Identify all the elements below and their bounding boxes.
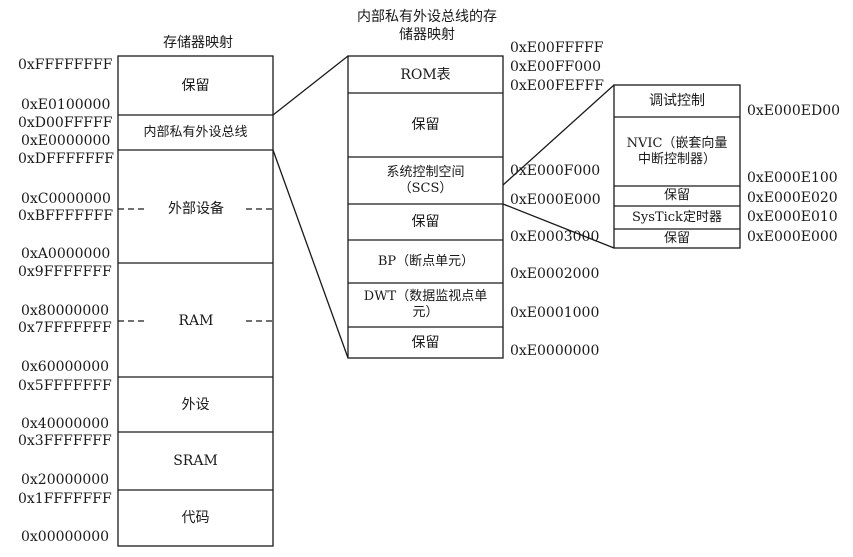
ppb-map-box	[347, 55, 504, 359]
address-label: 0xE00FF000	[510, 59, 601, 75]
address-label: 0xE0100000	[21, 97, 111, 113]
ppb-block-scs: 系统控制空间（SCS）	[386, 164, 465, 196]
address-label: 0xE00FEFFF	[510, 78, 604, 94]
ppb-block-reserved: 保留	[411, 334, 440, 351]
scs-block-reserved: 保留	[663, 230, 690, 246]
scs-block-reserved: 保留	[663, 188, 690, 203]
scs-map-box	[613, 84, 741, 249]
address-label: 0xDFFFFFFF	[18, 151, 115, 167]
address-label: 0xE000E010	[747, 209, 838, 225]
address-label: 0x40000000	[21, 416, 110, 432]
address-label: 0x20000000	[21, 472, 110, 488]
address-label: 0x1FFFFFFF	[18, 491, 112, 507]
region-sram: SRAM	[173, 453, 218, 469]
address-label: 0xE000E000	[510, 192, 601, 208]
address-label: 0xE0000000	[510, 343, 600, 359]
address-label: 0x80000000	[21, 303, 110, 319]
address-label: 0x5FFFFFFF	[18, 378, 112, 394]
address-label: 0xFFFFFFFF	[18, 57, 113, 73]
address-label: 0xD00FFFFF	[18, 115, 113, 131]
address-label: 0x00000000	[21, 529, 110, 545]
address-label: 0xE0002000	[510, 266, 600, 282]
address-label: 0x60000000	[21, 359, 110, 375]
memory-map-title: 存储器映射	[163, 35, 233, 51]
address-label: 0x7FFFFFFF	[18, 320, 112, 336]
address-label: 0xE0001000	[510, 305, 600, 321]
address-label: 0xA0000000	[21, 246, 111, 262]
address-label: 0xE00FFFFF	[510, 40, 604, 56]
address-label: 0xE0003000	[510, 229, 600, 245]
address-label: 0x3FFFFFFF	[18, 433, 112, 449]
scs-block-debug-control: 调试控制	[649, 93, 705, 109]
address-label: 0xE000E100	[747, 170, 838, 186]
region-peripheral: 外设	[181, 396, 210, 413]
ppb-block-rom-table: ROM表	[400, 66, 451, 83]
address-label: 0xE0000000	[21, 133, 111, 149]
address-label: 0xE000E000	[747, 229, 838, 245]
ppb-block-bp: BP（断点单元）	[377, 253, 475, 269]
ppb-block-reserved: 保留	[411, 117, 440, 133]
scs-block-systick: SysTick定时器	[632, 209, 722, 225]
address-label: 0xE000ED00	[747, 103, 841, 119]
ppb-block-dwt: DWT（数据监视点单元）	[363, 289, 488, 320]
region-external-device: 外部设备	[168, 201, 224, 217]
address-label: 0xE000E020	[747, 190, 838, 206]
ppb-map-title: 内部私有外设总线的存储器映射	[357, 9, 497, 43]
address-label: 0xBFFFFFFF	[18, 208, 114, 224]
scs-block-nvic: NVIC（嵌套向量中断控制器）	[626, 135, 728, 167]
address-label: 0x9FFFFFFF	[18, 264, 112, 280]
region-reserved: 保留	[181, 77, 210, 94]
address-label: 0xE000F000	[510, 163, 601, 179]
region-ram: RAM	[178, 313, 214, 329]
ppb-block-reserved: 保留	[411, 214, 440, 230]
region-ppb: 内部私有外设总线	[143, 124, 248, 140]
address-label: 0xC0000000	[21, 191, 111, 207]
memory-map-box	[117, 55, 274, 547]
region-code: 代码	[181, 510, 210, 526]
